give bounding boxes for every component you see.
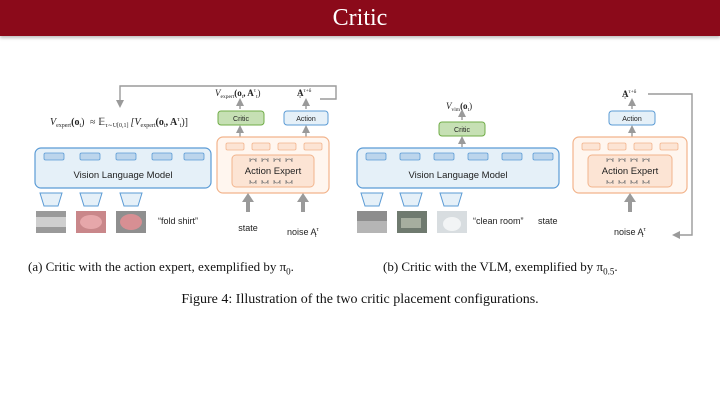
action-expert-block-b (587, 154, 673, 188)
camera-images-a (36, 211, 146, 233)
slide-title: Critic (332, 4, 388, 31)
vlm-tokens-b (365, 152, 554, 161)
vlm-label-a: Vision Language Model (73, 170, 172, 181)
vlm-label-b: Vision Language Model (408, 170, 507, 181)
action-head-label-b: Action (622, 116, 642, 123)
action-expert-label-a: Action Expert (245, 166, 302, 177)
camera-images-b (357, 211, 467, 233)
feedback-arrow-a (116, 85, 337, 108)
expert-tokens-a (225, 142, 323, 151)
panel-a: Vexpert(ot) ≈ 𝔼τ∼U[0,1][Vexpert(ot, Aτt)… (34, 85, 337, 239)
image-encoders-b (360, 192, 463, 207)
instruction-a: “fold shirt” (158, 216, 198, 226)
slide-title-banner: Critic (0, 0, 720, 36)
caption-b: (b) Critic with the VLM, exemplified by … (383, 259, 618, 277)
instruction-b: “clean room” (473, 216, 524, 226)
caption-a: (a) Critic with the action expert, exemp… (28, 259, 294, 277)
critic-output-label-b: Vvlm(ot) (446, 101, 472, 113)
noise-arrow-a (297, 193, 309, 212)
value-formula-a: Vexpert(ot) ≈ 𝔼τ∼U[0,1][Vexpert(ot, Aτt)… (50, 117, 188, 129)
state-label-b: state (538, 216, 558, 226)
expert-flow-marks-b (606, 158, 650, 184)
figure-caption: Figure 4: Illustration of the two critic… (181, 292, 539, 307)
image-encoders-a (39, 192, 143, 207)
action-expert-block-a (231, 154, 315, 188)
vlm-tokens-a (43, 152, 205, 161)
critic-head-label-b: Critic (454, 127, 470, 134)
state-arrow-a (242, 193, 254, 212)
critic-head-label-a: Critic (233, 116, 249, 123)
expert-flow-marks-a (249, 158, 293, 184)
critic-output-label-a: Vexpert(ot, Aτt) (215, 88, 261, 100)
action-head-label-a: Action (296, 116, 316, 123)
action-expert-label-b: Action Expert (602, 166, 659, 177)
state-label-a: state (238, 223, 258, 233)
expert-tokens-b (581, 142, 679, 151)
feedback-arrow-b (648, 93, 693, 239)
vlm-block-b (356, 147, 560, 189)
noise-arrow-b (624, 193, 636, 212)
